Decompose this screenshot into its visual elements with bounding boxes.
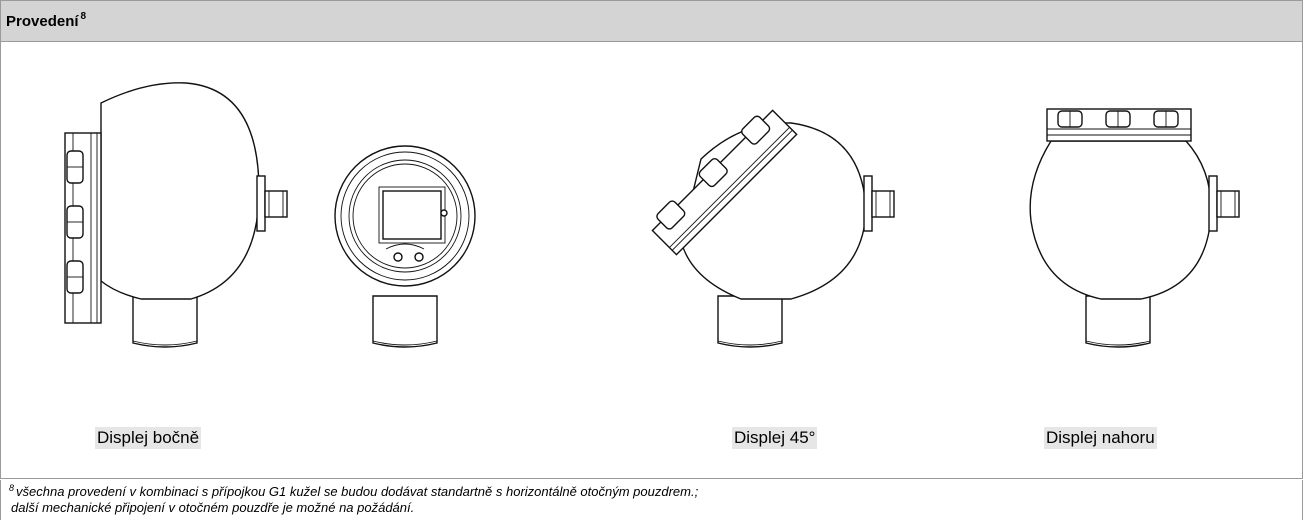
footnote-line-1-text: všechna provedení v kombinaci s přípojko… [16,484,699,499]
footnote-line-2: další mechanické připojení v otočném pou… [11,500,415,515]
housing-drawings [64,82,1240,348]
section-title-text: Provedení [6,13,79,30]
housing-drawing-top-display [1029,108,1240,348]
caption-45-display: Displej 45° [732,427,818,449]
housing-drawing-side-display [64,82,288,348]
footnote-reference: 8 [80,11,87,22]
housing-drawing-45-display [651,109,895,348]
drawings-panel: Displej bočně Displej 45° Displej nahoru [0,41,1303,479]
housing-drawing-front-view [334,145,476,348]
caption-top-display: Displej nahoru [1044,427,1157,449]
footnote-mark: 8 [9,483,15,493]
caption-side-display: Displej bočně [95,427,202,449]
